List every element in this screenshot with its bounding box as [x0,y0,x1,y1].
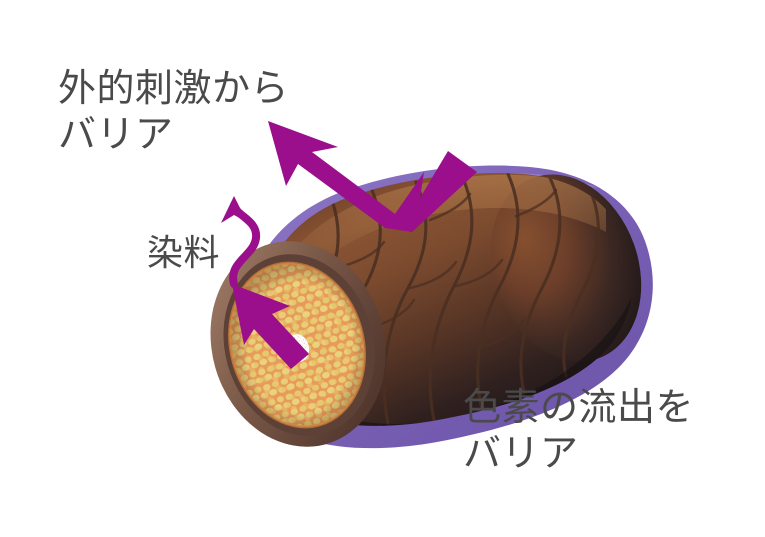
cuticle-scale-lines [292,172,600,426]
dye-escape-arrow [232,284,309,369]
cortex-rim [228,261,366,429]
external-stimulus-deflect-arrow [268,121,477,232]
label-external-stimuli-line2: バリア [58,114,174,157]
shaft-top-sheen [268,174,606,322]
dye-wavy-arrow [221,196,261,288]
label-pigment-outflow-line2: バリア [463,433,579,476]
label-external-stimuli-line1: 外的刺激から [58,68,290,110]
label-dye-line1: 染料 [147,233,221,273]
label-pigment-outflow-line1: 色素の流出を [463,387,695,429]
label-pigment-outflow: 色素の流出をバリア [463,385,694,478]
dye-wavy-arrow-head [221,196,247,223]
label-dye: 染料 [147,232,220,276]
label-external-stimuli: 外的刺激からバリア [58,66,289,159]
